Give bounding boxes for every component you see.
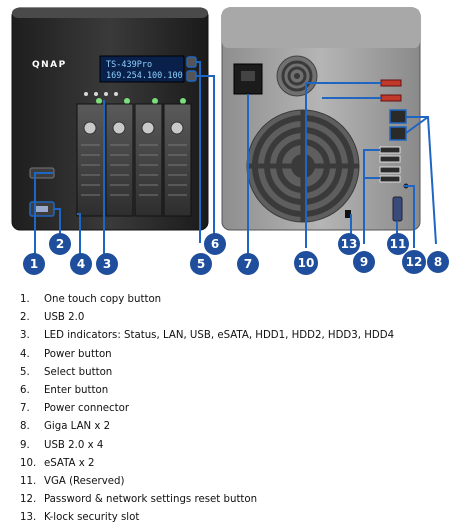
legend-text: One touch copy button: [44, 294, 162, 305]
lan-port-1[interactable]: [389, 109, 407, 124]
callout-8: 8: [427, 251, 449, 273]
callout-12-label: 12: [406, 255, 423, 269]
callout-1-label: 1: [30, 257, 38, 271]
esata-port-1[interactable]: [380, 79, 402, 87]
psu-fan-icon: [276, 55, 318, 97]
legend-number: 13.: [20, 512, 37, 524]
callout-9: 9: [353, 251, 375, 273]
callout-3: 3: [96, 253, 118, 275]
lcd-panel: TS-439Pro 169.254.100.100: [99, 55, 185, 83]
callout-10: 10: [294, 251, 318, 275]
drive-tray-4[interactable]: [163, 103, 192, 217]
lcd-line-1: TS-439Pro: [106, 60, 152, 70]
led-indicators: [84, 92, 186, 104]
legend-number: 8.: [20, 421, 30, 433]
callout-badges: 1 2 4 3 5 6 7 10: [23, 233, 449, 275]
k-lock-slot[interactable]: [345, 210, 351, 218]
legend-text: USB 2.0 x 4: [44, 439, 104, 451]
callout-1: 1: [23, 253, 45, 275]
legend-number: 6.: [20, 384, 30, 396]
usb-rear-port-1[interactable]: [379, 146, 401, 154]
legend-number: 10.: [20, 457, 37, 469]
legend-text: VGA (Reserved): [44, 475, 125, 487]
legend-item: 11. VGA (Reserved): [0, 474, 461, 492]
callout-13: 13: [338, 233, 360, 255]
callout-2: 2: [49, 233, 71, 255]
enter-button[interactable]: [186, 70, 197, 82]
callout-2-label: 2: [56, 237, 64, 251]
vga-port[interactable]: [392, 196, 403, 222]
callout-5: 5: [190, 253, 212, 275]
legend-item: 3. LED indicators: Status, LAN, USB, eSAT…: [0, 328, 461, 346]
legend-text: Enter button: [44, 384, 109, 396]
nas-diagram: QNAP TS-439Pro 169.254.100.100: [11, 7, 449, 275]
legend-text: Password & network settings reset button: [44, 494, 258, 506]
select-button[interactable]: [186, 56, 197, 68]
lcd-line-2: 169.254.100.100: [106, 71, 183, 81]
callout-9-label: 9: [360, 255, 368, 269]
legend-number: 1.: [20, 294, 30, 305]
legend-item: 12. Password & network settings reset but…: [0, 492, 461, 510]
callout-10-label: 10: [298, 256, 315, 270]
callout-11-label: 11: [390, 237, 407, 251]
callout-5-label: 5: [197, 257, 205, 271]
legend-text: Power button: [44, 348, 112, 360]
legend-text: USB 2.0: [44, 312, 85, 324]
esata-port-2[interactable]: [380, 94, 402, 102]
main-fan-icon: [246, 109, 360, 223]
legend-text: Select button: [44, 366, 113, 378]
drive-tray-3[interactable]: [134, 103, 163, 217]
power-plug-icon: [241, 71, 255, 81]
power-connector[interactable]: [233, 63, 263, 95]
legend-number: 2.: [20, 312, 30, 324]
callout-7: 7: [237, 253, 259, 275]
legend-item: 4. Power button: [0, 347, 461, 365]
callout-13-label: 13: [341, 237, 358, 251]
legend-text: K-lock security slot: [44, 512, 140, 524]
leader-lines: [34, 61, 437, 260]
legend-item: 7. Power connector: [0, 401, 461, 419]
legend-number: 12.: [20, 494, 37, 506]
usb-rear-port-4[interactable]: [379, 175, 401, 183]
legend-item: 10. eSATA x 2: [0, 456, 461, 474]
callout-8-label: 8: [434, 255, 442, 269]
legend-number: 3.: [20, 330, 30, 342]
drive-tray-1[interactable]: [76, 103, 105, 217]
brand-logo: QNAP: [32, 60, 67, 70]
legend-text: Giga LAN x 2: [44, 421, 111, 433]
usb-rear-port-2[interactable]: [379, 155, 401, 163]
callout-12: 12: [402, 250, 426, 274]
legend-number: 11.: [20, 475, 37, 487]
legend-number: 5.: [20, 366, 30, 378]
nas-rear-view: [221, 7, 421, 231]
callout-4: 4: [70, 253, 92, 275]
usb-rear-port-3[interactable]: [379, 166, 401, 174]
callout-7-label: 7: [244, 257, 252, 271]
legend-item: 5. Select button: [0, 365, 461, 383]
legend-text: eSATA x 2: [44, 457, 95, 469]
callout-3-label: 3: [103, 257, 111, 271]
legend-number: 7.: [20, 403, 30, 415]
legend-text: Power connector: [44, 403, 130, 415]
legend-text: LED indicators: Status, LAN, USB, eSATA,…: [44, 330, 395, 342]
legend-number: 9.: [20, 439, 30, 451]
legend-number: 4.: [20, 348, 30, 360]
legend-item: 13. K-lock security slot: [0, 510, 461, 528]
callout-11: 11: [387, 233, 409, 255]
legend-item: 9. USB 2.0 x 4: [0, 438, 461, 456]
usb-icon: [36, 206, 48, 212]
callout-6-label: 6: [211, 237, 219, 251]
legend-item: 2. USB 2.0: [0, 310, 461, 328]
lan-port-2[interactable]: [389, 126, 407, 141]
legend-item: 8. Giga LAN x 2: [0, 419, 461, 437]
legend-list: 1. One touch copy button 2. USB 2.0 3. LED …: [0, 292, 461, 528]
nas-front-view: QNAP TS-439Pro 169.254.100.100: [11, 7, 209, 231]
callout-6: 6: [204, 233, 226, 255]
callout-4-label: 4: [77, 257, 85, 271]
legend-item: 6. Enter button: [0, 383, 461, 401]
drive-tray-2[interactable]: [105, 103, 134, 217]
legend-item: 1. One touch copy button: [0, 292, 461, 310]
